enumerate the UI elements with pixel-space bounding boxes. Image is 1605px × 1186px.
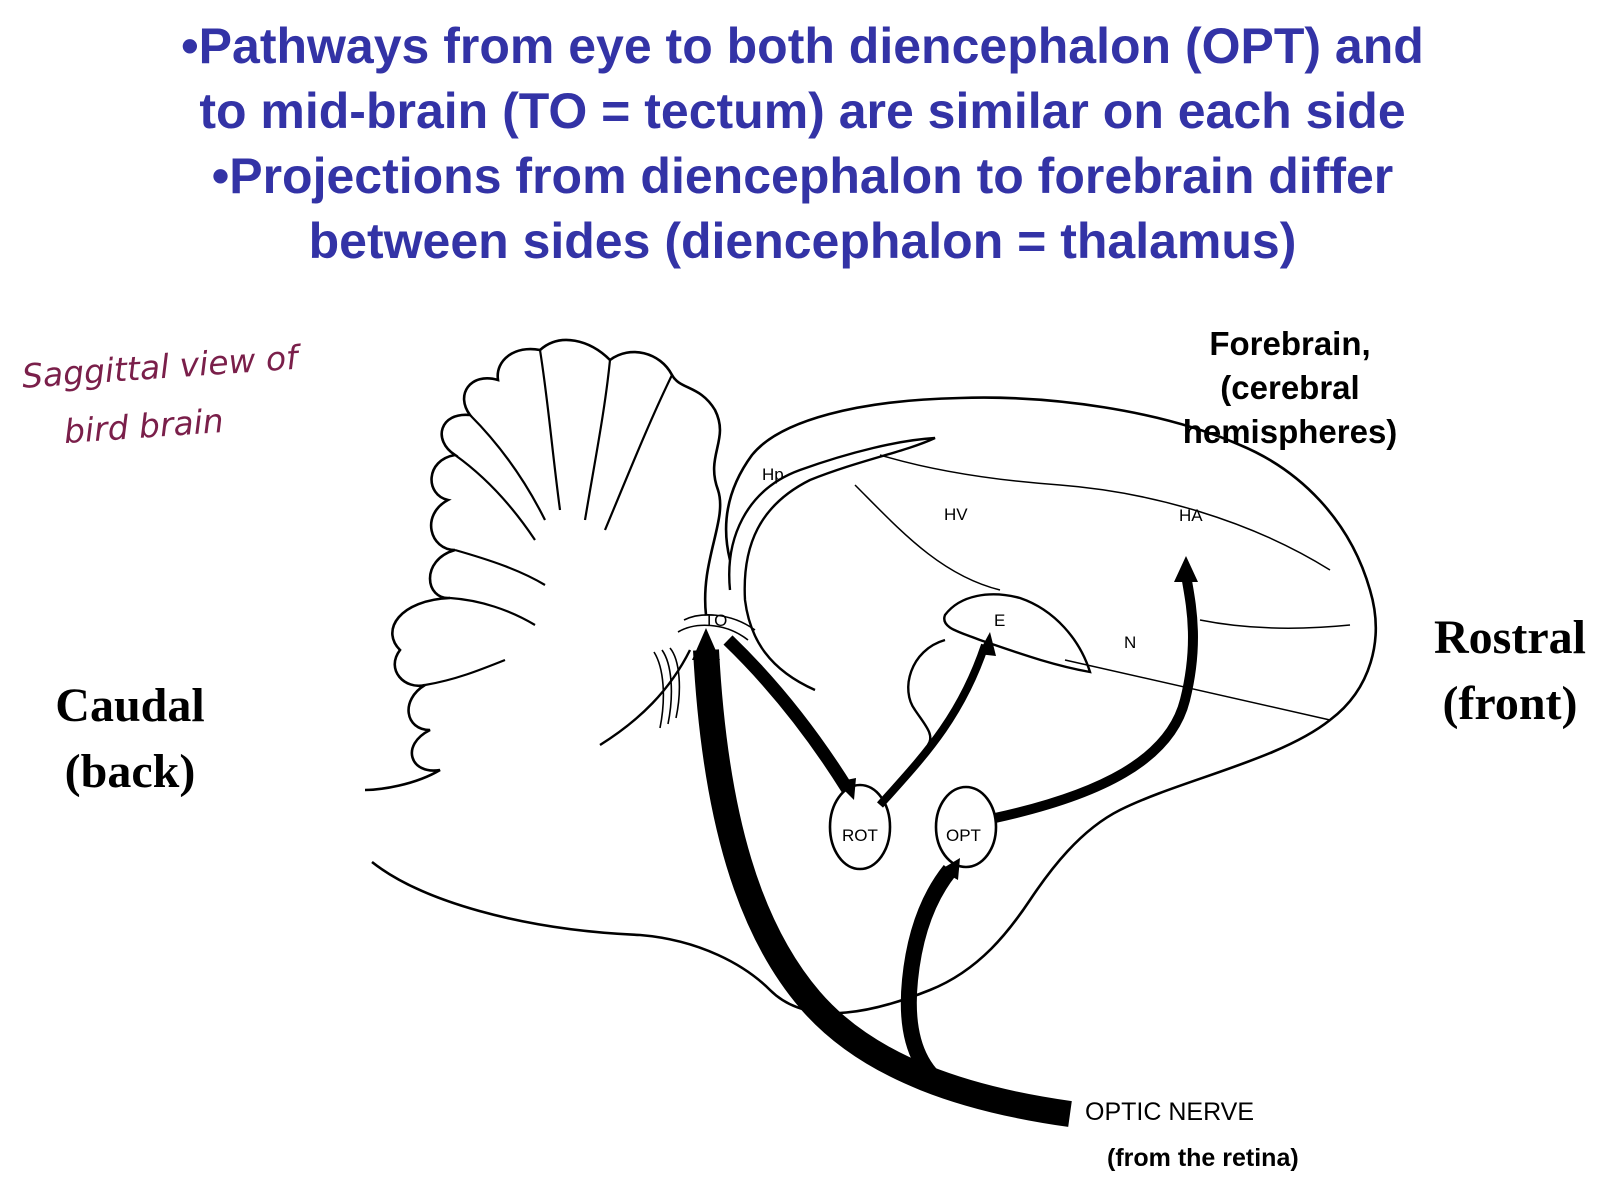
optic-nerve-sublabel: (from the retina) xyxy=(1107,1144,1299,1173)
label-ha: HA xyxy=(1179,506,1203,525)
pathway-opt-to-ha xyxy=(995,575,1193,818)
caudal-label-line-1: Caudal xyxy=(30,673,230,739)
arrowhead-ha xyxy=(1174,556,1198,582)
rostral-label-line-2: (front) xyxy=(1420,671,1600,737)
label-e: E xyxy=(994,611,1005,630)
cerebellum-outline xyxy=(365,340,720,790)
optic-nerve-label: OPTIC NERVE xyxy=(1085,1098,1254,1127)
pathway-nerve-to-tectum xyxy=(706,650,1070,1114)
label-n: N xyxy=(1124,633,1136,652)
cerebellum-folia xyxy=(425,350,672,685)
pathway-rot-to-e xyxy=(880,645,985,805)
hippocampus-outline xyxy=(729,438,935,690)
label-rot: ROT xyxy=(842,826,878,845)
rostral-label-line-1: Rostral xyxy=(1420,605,1600,671)
caudal-label: Caudal (back) xyxy=(30,673,230,805)
pathway-nerve-to-opt xyxy=(909,870,950,1090)
forebrain-label-line-3: hemispheres) xyxy=(1150,410,1430,454)
label-hv: HV xyxy=(944,505,968,524)
brain-outline xyxy=(372,398,1376,1013)
arrowhead-tectum xyxy=(692,628,720,660)
pathway-tectum-to-rot xyxy=(728,640,848,790)
rostral-label: Rostral (front) xyxy=(1420,605,1600,737)
lamina-upper xyxy=(1200,620,1350,628)
label-hp: Hp xyxy=(762,465,784,484)
forebrain-label-line-1: Forebrain, xyxy=(1150,322,1430,366)
lamina-lower xyxy=(855,485,1000,590)
forebrain-label: Forebrain, (cerebral hemispheres) xyxy=(1150,322,1430,454)
label-opt: OPT xyxy=(946,826,981,845)
label-to: TO xyxy=(704,611,727,630)
caudal-label-line-2: (back) xyxy=(30,739,230,805)
lamina-n xyxy=(1065,660,1330,720)
forebrain-label-line-2: (cerebral xyxy=(1150,366,1430,410)
